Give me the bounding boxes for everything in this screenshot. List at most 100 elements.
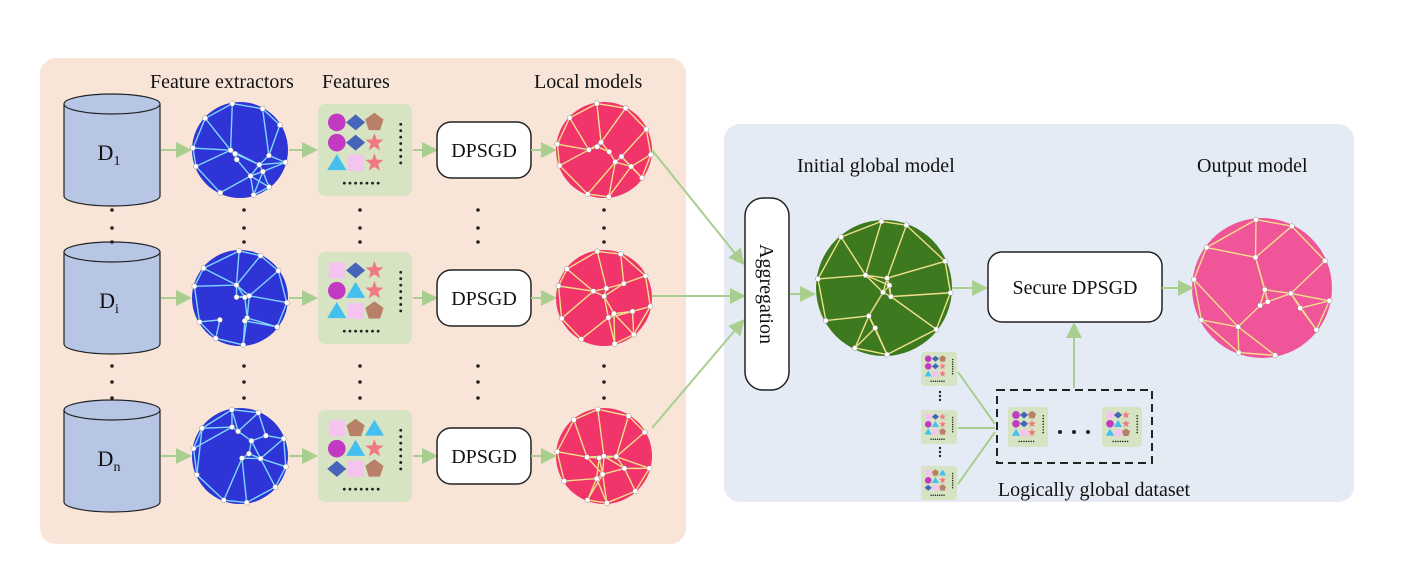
feature-grid-icon xyxy=(921,410,957,444)
pentagon-icon xyxy=(939,484,947,491)
ellipsis-dot xyxy=(242,396,246,400)
circle-icon xyxy=(1106,419,1114,428)
square-icon xyxy=(1106,411,1114,419)
local-model-icon xyxy=(554,100,654,200)
logically-global-dataset-label: Logically global dataset xyxy=(998,479,1191,501)
star-icon xyxy=(365,439,384,457)
star-icon xyxy=(939,413,947,420)
logically-global-dataset-box xyxy=(996,389,1153,464)
feature-extractor-icon xyxy=(191,248,290,348)
ellipsis-dot xyxy=(358,396,362,400)
circle-icon xyxy=(328,439,346,458)
star-icon xyxy=(1122,419,1130,428)
circle-icon xyxy=(924,355,932,363)
ellipsis-dot xyxy=(938,454,942,458)
aggregation-arrows xyxy=(651,149,746,429)
ellipsis-dot xyxy=(358,208,362,212)
ellipsis-dot xyxy=(358,364,362,368)
features-label: Features xyxy=(322,71,390,93)
database-icon: Dn xyxy=(63,399,161,513)
ellipsis-dot xyxy=(476,364,480,368)
triangle-icon xyxy=(931,420,939,427)
ellipsis-dot xyxy=(1058,430,1062,434)
square-icon xyxy=(328,420,345,437)
feature-grid-icon xyxy=(318,252,412,344)
feature-grid-icon xyxy=(318,410,412,502)
ellipsis-dot xyxy=(476,226,480,230)
ellipsis-dot xyxy=(938,394,942,398)
pentagon-icon xyxy=(1122,428,1130,436)
feature-grid-icon xyxy=(921,466,957,500)
triangle-icon xyxy=(1113,419,1123,427)
circle-icon xyxy=(924,420,932,428)
diamond-icon xyxy=(931,355,939,362)
database-icon: Di xyxy=(63,241,161,355)
aggregation-label: Aggregation xyxy=(755,244,777,344)
triangle-icon xyxy=(939,469,947,476)
secure-dpsgd-label: Secure DPSGD xyxy=(1013,277,1138,299)
square-icon xyxy=(932,428,939,435)
local-models-label: Local models xyxy=(534,71,643,93)
initial-global-model-icon xyxy=(815,218,954,358)
triangle-icon xyxy=(1105,428,1115,436)
ellipsis-dot xyxy=(938,398,942,402)
ellipsis-dot xyxy=(602,364,606,368)
client-row: Dn DPSGD xyxy=(63,399,653,513)
star-icon xyxy=(365,153,384,171)
star-icon xyxy=(1028,428,1036,436)
initial-global-model-label: Initial global model xyxy=(797,155,955,177)
local-model-icon xyxy=(555,248,654,347)
diamond-icon xyxy=(346,114,366,131)
ellipsis-dot xyxy=(938,450,942,454)
pentagon-icon xyxy=(365,459,384,477)
star-icon xyxy=(939,362,947,370)
dpsgd-label: DPSGD xyxy=(451,446,517,468)
triangle-icon xyxy=(346,439,366,456)
database-icon: D1 xyxy=(63,93,161,207)
star-icon xyxy=(939,370,947,377)
dataset-label: Di xyxy=(99,288,119,317)
circle-icon xyxy=(1012,419,1020,428)
diamond-icon xyxy=(327,460,347,477)
star-icon xyxy=(365,133,384,151)
ellipsis-dot xyxy=(476,240,480,244)
square-icon xyxy=(1020,429,1028,437)
pentagon-icon xyxy=(365,301,384,319)
ellipsis-dot xyxy=(602,226,606,230)
pentagon-icon xyxy=(365,112,384,131)
logically-global-dataset-area xyxy=(921,352,1142,500)
ellipsis-dot xyxy=(110,396,114,400)
square-icon xyxy=(932,370,939,377)
ellipsis-dot xyxy=(358,380,362,384)
star-icon xyxy=(1028,419,1036,428)
pentagon-icon xyxy=(931,469,939,476)
square-icon xyxy=(925,413,932,420)
ellipsis-dot xyxy=(242,380,246,384)
output-model-icon xyxy=(1191,216,1333,359)
square-icon xyxy=(347,460,364,477)
dataset-label: Dn xyxy=(98,446,121,475)
square-icon xyxy=(347,154,364,171)
ellipsis-dot xyxy=(110,364,114,368)
diamond-icon xyxy=(931,363,939,370)
diamond-icon xyxy=(931,413,939,420)
triangle-icon xyxy=(346,281,366,298)
triangle-icon xyxy=(931,476,939,483)
ellipsis-dot xyxy=(110,380,114,384)
ellipsis-dot xyxy=(358,226,362,230)
ellipsis-dot xyxy=(602,396,606,400)
ellipsis-dot xyxy=(602,208,606,212)
square-icon xyxy=(328,262,345,279)
ellipsis-dot xyxy=(358,240,362,244)
feature-extractors-label: Feature extractors xyxy=(150,71,294,93)
ellipsis-dot xyxy=(602,380,606,384)
square-icon xyxy=(347,302,364,319)
triangle-icon xyxy=(327,154,347,171)
ellipsis-dot xyxy=(242,208,246,212)
ellipsis-dot xyxy=(476,396,480,400)
feature-grid-icon xyxy=(1102,407,1142,447)
ellipsis-dot xyxy=(938,446,942,450)
local-data-to-global-arrow xyxy=(957,371,996,425)
